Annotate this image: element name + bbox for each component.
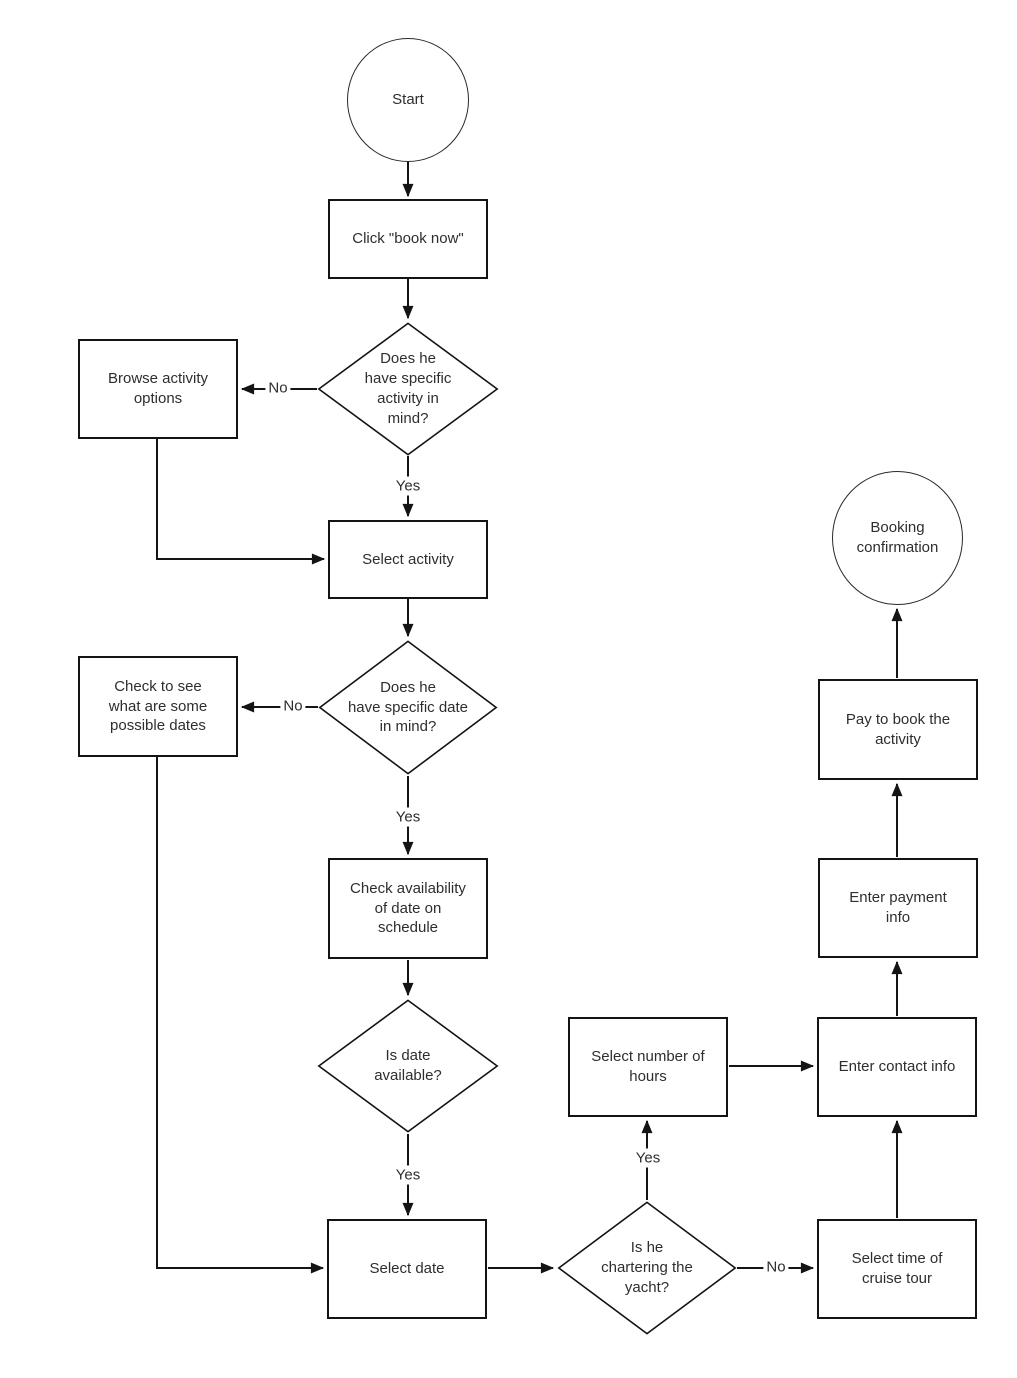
node-select-hours-label: Select number of hours: [591, 1048, 705, 1085]
node-enter-payment: Enter payment info: [818, 858, 978, 958]
node-check-possible-dates: Check to see what are some possible date…: [78, 656, 238, 757]
node-has-date-label: Does he have specific date in mind?: [347, 678, 469, 736]
diamond-shape: [317, 999, 499, 1133]
node-click-book-now: Click "book now": [328, 199, 488, 279]
node-enter-payment-label: Enter payment info: [849, 889, 947, 926]
edge-browse-to-selectactivity: [156, 439, 326, 565]
edge-checkpossible-to-selectdate: [156, 757, 325, 1274]
node-browse-options: Browse activity options: [78, 339, 238, 439]
node-check-availability-label: Check availability of date on schedule: [350, 879, 466, 937]
node-select-date: Select date: [327, 1219, 487, 1319]
node-check-possible-dates-label: Check to see what are some possible date…: [108, 677, 208, 735]
node-enter-contact-label: Enter contact info: [838, 1058, 956, 1076]
diamond-shape: [317, 322, 499, 456]
node-chartering-yacht-decision: Is he chartering the yacht?: [557, 1201, 737, 1335]
edge-label-available-yes: Yes: [392, 1165, 424, 1185]
diamond-shape: [318, 640, 498, 775]
node-booking-confirmation: Booking confirmation: [832, 471, 963, 605]
edge-label-date-no: No: [280, 696, 306, 716]
node-start-label: Start: [392, 91, 424, 109]
node-enter-contact: Enter contact info: [817, 1017, 977, 1117]
node-select-hours: Select number of hours: [568, 1017, 728, 1117]
node-pay-to-book-label: Pay to book the activity: [845, 710, 951, 748]
node-select-date-label: Select date: [369, 1260, 445, 1278]
node-has-activity-label: Does he have specific activity in mind?: [364, 350, 452, 427]
node-pay-to-book: Pay to book the activity: [818, 679, 978, 780]
node-has-activity-decision: Does he have specific activity in mind?: [317, 322, 499, 456]
node-start: Start: [347, 38, 469, 162]
node-chartering-yacht-label: Is he chartering the yacht?: [601, 1239, 693, 1296]
edge-label-date-yes: Yes: [392, 807, 424, 827]
node-browse-options-label: Browse activity options: [107, 370, 209, 407]
node-select-cruise-time-label: Select time of cruise tour: [851, 1250, 943, 1287]
node-date-available-decision: Is date available?: [317, 999, 499, 1133]
edge-label-activity-no: No: [265, 378, 291, 398]
node-select-cruise-time: Select time of cruise tour: [817, 1219, 977, 1319]
edge-label-activity-yes: Yes: [392, 476, 424, 496]
node-check-availability: Check availability of date on schedule: [328, 858, 488, 959]
edge-label-charter-no: No: [763, 1257, 789, 1277]
node-select-activity-label: Select activity: [362, 550, 454, 568]
node-click-book-now-label: Click "book now": [352, 230, 464, 248]
diamond-shape: [557, 1201, 737, 1335]
node-booking-confirmation-label: Booking confirmation: [856, 519, 939, 556]
node-has-date-decision: Does he have specific date in mind?: [318, 640, 498, 775]
node-select-activity: Select activity: [328, 520, 488, 599]
node-date-available-label: Is date available?: [374, 1047, 442, 1084]
edge-label-charter-yes: Yes: [632, 1148, 664, 1168]
